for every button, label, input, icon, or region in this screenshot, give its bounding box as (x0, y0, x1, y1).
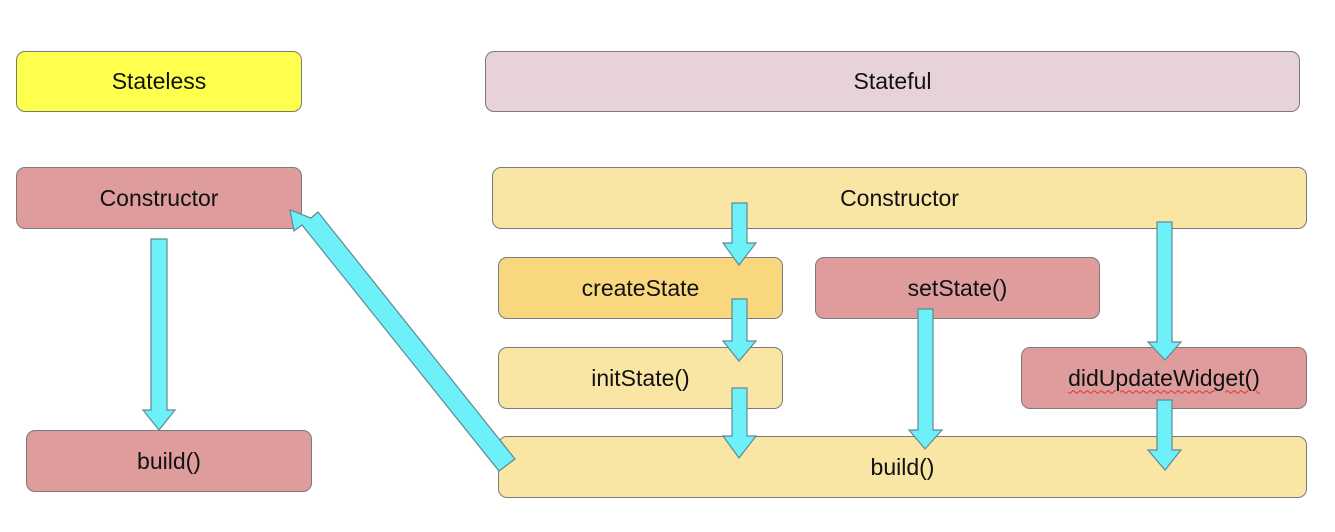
init-state-label: initState() (591, 364, 690, 391)
stateless-build-label: build() (137, 447, 201, 474)
stateless-constructor-label: Constructor (99, 184, 219, 211)
stateless-header-label: Stateless (111, 68, 207, 94)
stateful-build-label: build() (870, 453, 935, 480)
create-state-label: createState (581, 274, 700, 301)
arrow-stateful-build-to-stateless-constructor (289, 209, 516, 472)
stateless-build-box: build() (26, 430, 312, 492)
arrow-init-state-to-build (721, 387, 758, 460)
stateless-constructor-box: Constructor (16, 167, 302, 229)
set-state-label: setState() (907, 274, 1008, 301)
arrow-set-state-to-build (907, 308, 944, 450)
did-update-widget-label: didUpdateWidget() (1068, 364, 1260, 391)
arrow-stateless-constructor-to-build (141, 238, 177, 431)
stateful-constructor-box: Constructor (492, 167, 1307, 229)
arrow-constructor-to-did-update-widget (1146, 221, 1183, 361)
arrow-create-state-to-init-state (721, 298, 758, 362)
stateful-header: Stateful (485, 51, 1300, 112)
set-state-box: setState() (815, 257, 1100, 319)
stateless-header: Stateless (16, 51, 302, 112)
arrow-constructor-to-create-state (721, 202, 758, 267)
stateful-header-label: Stateful (853, 68, 932, 94)
stateful-constructor-label: Constructor (840, 184, 959, 211)
arrow-did-update-widget-to-build (1146, 399, 1183, 471)
